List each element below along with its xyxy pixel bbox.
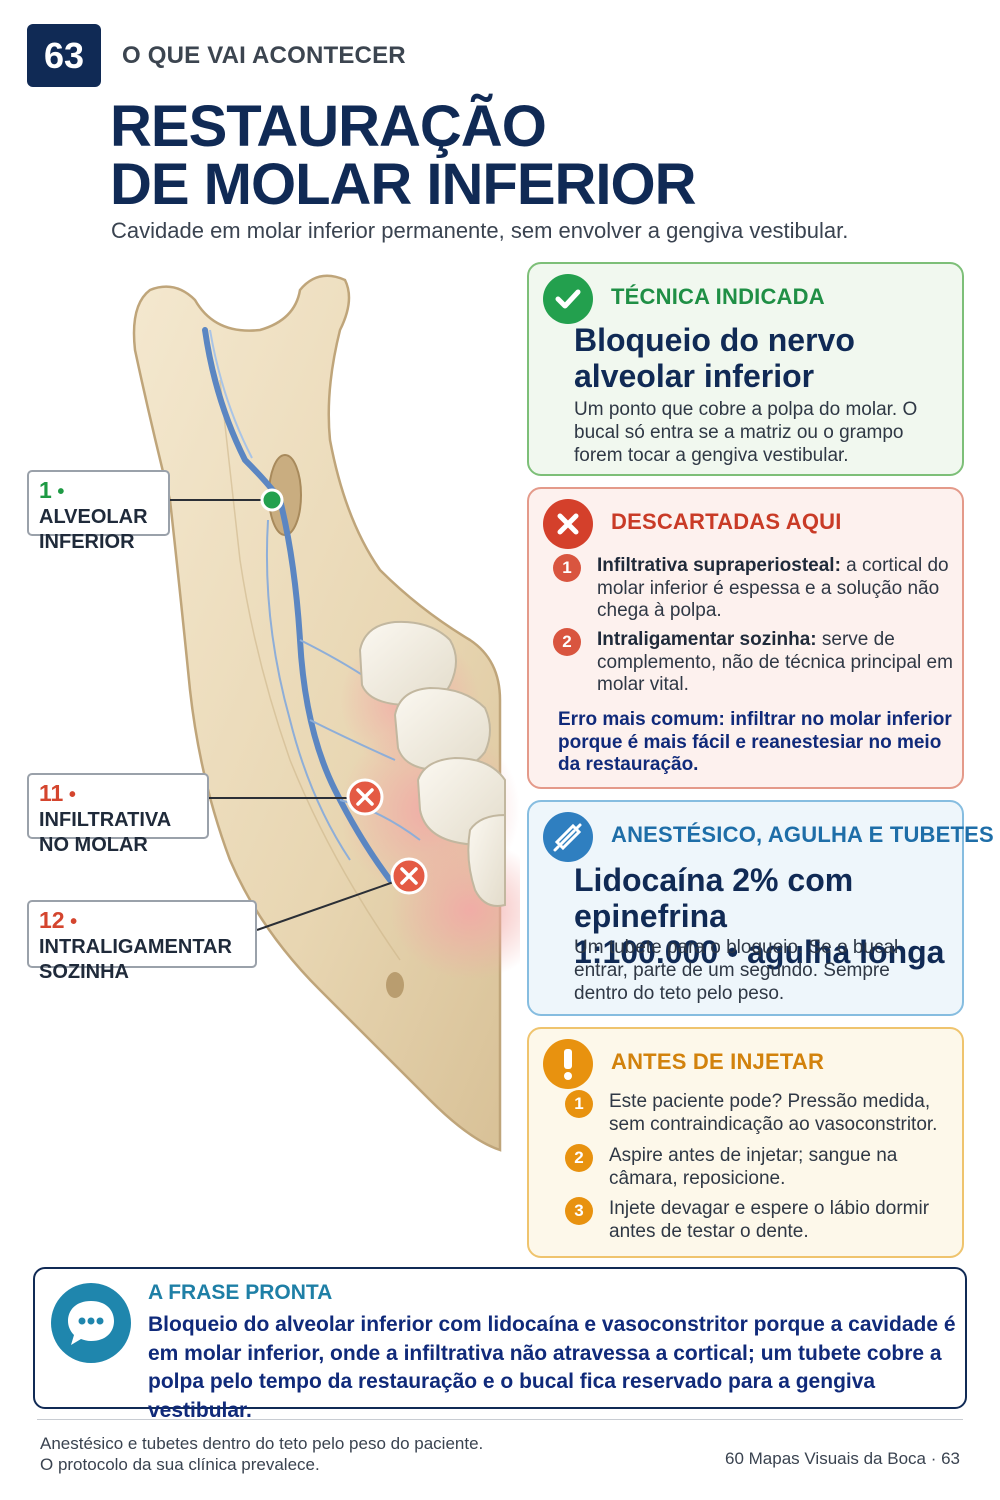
label-separator: • — [51, 481, 65, 503]
label-text: ALVEOLAR — [39, 506, 148, 528]
footer-note-line1: Anestésico e tubetes dentro do teto pelo… — [40, 1434, 484, 1453]
label-text: INFERIOR — [39, 531, 135, 553]
label-infiltrativa-no-molar: 11 • INFILTRATIVA NO MOLAR — [27, 773, 209, 856]
phrase-heading: A FRASE PRONTA — [148, 1281, 333, 1304]
footer-book-reference: 60 Mapas Visuais da Boca · 63 — [725, 1449, 960, 1468]
item-bold: Infiltrativa supraperiosteal: — [597, 555, 841, 576]
label-number: 1 — [39, 477, 52, 503]
card-body: Um ponto que cobre a polpa do molar. O b… — [574, 399, 918, 466]
label-separator: • — [64, 911, 78, 933]
card-heading: DESCARTADAS AQUI — [611, 509, 842, 534]
label-text: INFILTRATIVA — [39, 809, 172, 831]
card-title: Lidocaína 2% com epinefrina 1:100.000 • … — [574, 862, 962, 970]
nerve-branch-3 — [309, 719, 396, 761]
page-title-line1: RESTAURAÇÃO — [110, 94, 547, 159]
item-text: Injete devagar e espere o lábio dormir a… — [609, 1198, 930, 1242]
item-number: 1 — [553, 554, 581, 582]
card-title: Bloqueio do nervo alveolar inferior — [574, 322, 855, 394]
nerve-highlight — [209, 329, 253, 459]
page-number-badge: 63 — [27, 24, 101, 87]
list-item: 2 Aspire antes de injetar; sangue na câm… — [565, 1144, 955, 1190]
x-icon — [543, 499, 593, 549]
list-item: 3 Injete devagar e espere o lábio dormir… — [565, 1197, 955, 1243]
card-antes-de-injetar: ANTES DE INJETAR 1 Este paciente pode? P… — [527, 1027, 964, 1258]
exclamation-icon — [543, 1039, 593, 1089]
page-title: RESTAURAÇÃO DE MOLAR INFERIOR — [110, 94, 697, 217]
common-error-warning: Erro mais comum: infiltrar no molar infe… — [558, 709, 952, 775]
page-subtitle: Cavidade em molar inferior permanente, s… — [111, 218, 849, 243]
bone-ridge — [219, 379, 401, 961]
leader-line-12 — [256, 876, 409, 931]
card-title-line1: Lidocaína 2% com epinefrina — [574, 862, 854, 934]
page-title-line2: DE MOLAR INFERIOR — [110, 152, 697, 217]
card-descartadas: DESCARTADAS AQUI 1 Infiltrativa supraper… — [527, 487, 964, 789]
item-number: 2 — [565, 1144, 593, 1172]
item-text: serve de complemento, não de técnica pri… — [597, 629, 953, 695]
section-kicker: O QUE VAI ACONTECER — [122, 42, 406, 69]
card-heading: TÉCNICA INDICADA — [611, 284, 825, 309]
card-title-line1: Bloqueio do nervo — [574, 322, 855, 358]
list-item: 1 Este paciente pode? Pressão medida, se… — [565, 1090, 955, 1136]
ready-phrase-box: A FRASE PRONTA Bloqueio do alveolar infe… — [33, 1267, 967, 1422]
label-text: INTRALIGAMENTAR — [39, 936, 232, 958]
label-alveolar-inferior: 1 • ALVEOLAR INFERIOR — [27, 470, 170, 553]
page-number: 63 — [43, 34, 85, 76]
mandible-illustration — [132, 274, 520, 1152]
item-number: 1 — [565, 1090, 593, 1118]
item-text: Aspire antes de injetar; sangue na câmar… — [609, 1145, 898, 1189]
label-intraligamentar-sozinha: 12 • INTRALIGAMENTAR SOZINHA — [27, 900, 257, 983]
marker-green-dot — [260, 488, 284, 512]
phrase-text: Bloqueio do alveolar inferior com lidoca… — [148, 1313, 956, 1422]
label-text: SOZINHA — [39, 961, 129, 983]
marker-x-11 — [346, 778, 384, 816]
item-text: Este paciente pode? Pressão medida, sem … — [609, 1091, 938, 1135]
item-text: a cortical do molar inferior é espessa e… — [597, 555, 949, 621]
check-icon — [543, 274, 593, 324]
card-body: Um tubete para o bloqueio. Se o bucal en… — [574, 937, 899, 1004]
card-tecnica-indicada: TÉCNICA INDICADA Bloqueio do nervo alveo… — [527, 262, 964, 476]
list-item: 2 Intraligamentar sozinha: serve de comp… — [553, 628, 953, 697]
item-bold: Intraligamentar sozinha: — [597, 629, 817, 650]
list-item: 1 Infiltrativa supraperiosteal: a cortic… — [553, 554, 953, 623]
footer-divider — [37, 1419, 963, 1420]
chat-bubble-icon — [51, 1283, 131, 1363]
footer-note-line2: O protocolo da sua clínica prevalece. — [40, 1455, 320, 1474]
syringe-icon — [543, 812, 593, 862]
card-title-line2: 1:100.000 • agulha longa — [574, 934, 945, 970]
item-number: 3 — [565, 1197, 593, 1225]
mental-foramen — [386, 972, 404, 998]
label-text: NO MOLAR — [39, 834, 148, 856]
inferior-alveolar-nerve — [202, 327, 393, 883]
marker-x-12 — [390, 857, 428, 895]
nerve-branch-1 — [265, 519, 351, 861]
molar-teeth — [358, 620, 506, 907]
item-number: 2 — [553, 628, 581, 656]
card-anestesico: ANESTÉSICO, AGULHA E TUBETES Lidocaína 2… — [527, 800, 994, 1016]
label-number: 12 — [39, 907, 65, 933]
footer-note: Anestésico e tubetes dentro do teto pelo… — [40, 1433, 483, 1475]
label-separator: • — [63, 784, 76, 806]
label-number: 11 — [39, 780, 64, 806]
card-title-line2: alveolar inferior — [574, 358, 815, 394]
card-heading: ANTES DE INJETAR — [611, 1049, 825, 1074]
card-heading: ANESTÉSICO, AGULHA E TUBETES — [611, 822, 994, 847]
